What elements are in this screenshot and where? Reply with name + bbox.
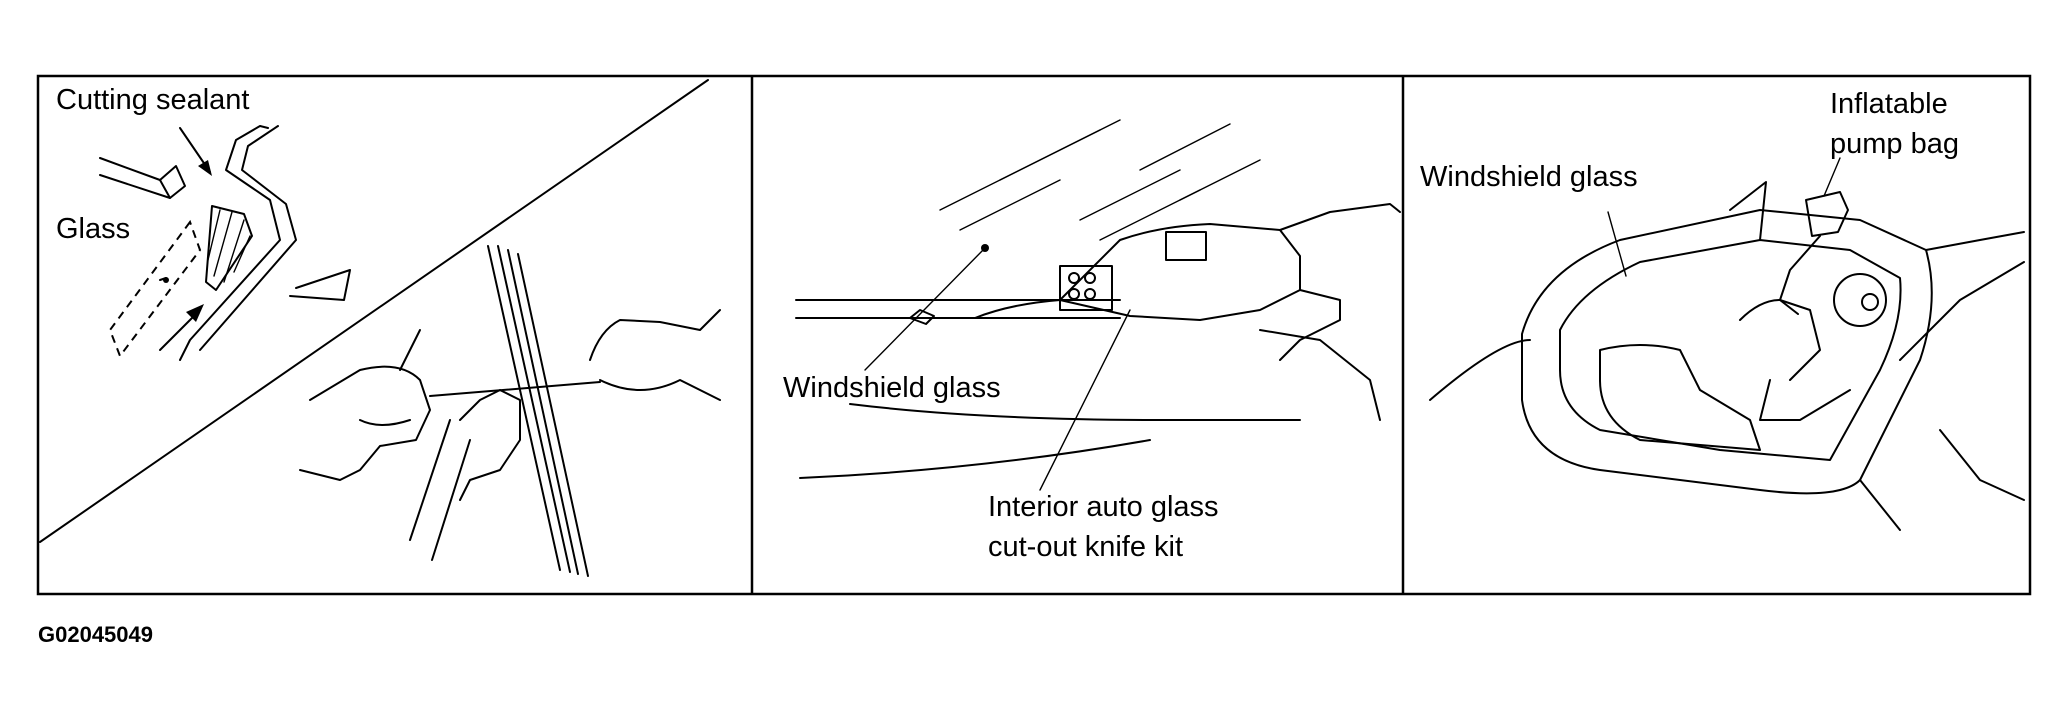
- label-windshield-glass-middle: Windshield glass: [783, 372, 1001, 404]
- body-flange: [179, 125, 281, 361]
- hand-on-tool: [1259, 203, 1401, 421]
- windshield-leader-right: [1607, 211, 1627, 277]
- label-glass: Glass: [56, 213, 131, 245]
- left-panel-illustration: [39, 79, 721, 577]
- label-windshield-glass-right: Windshield glass: [1420, 161, 1638, 193]
- windshield-leader: [864, 247, 986, 371]
- label-pump-bag-line2: pump bag: [1830, 128, 1959, 160]
- label-cutting-sealant: Cutting sealant: [56, 84, 250, 116]
- label-knife-kit-line1: Interior auto glass: [988, 491, 1219, 523]
- middle-panel-illustration: [795, 119, 1401, 491]
- sealant-hatch: [205, 205, 253, 291]
- person-head: [1833, 273, 1887, 327]
- hand-middle: [459, 389, 521, 501]
- glass-dashed-outline: [108, 219, 202, 359]
- person-body: [1739, 299, 1851, 421]
- seat-outline: [1599, 344, 1761, 451]
- figure-code: G02045049: [38, 622, 153, 647]
- cut-out-knife-tool: [1059, 223, 1301, 321]
- car-roof-line: [1729, 181, 1767, 241]
- hand-right: [589, 309, 721, 401]
- pump-bag-leader: [1823, 157, 1841, 197]
- cutting-wire: [429, 381, 601, 397]
- cutting-tool: [99, 157, 186, 199]
- glass-edge-diagonal: [39, 79, 709, 543]
- label-pump-bag-line1: Inflatable: [1830, 88, 1948, 120]
- label-knife-kit-line2: cut-out knife kit: [988, 531, 1184, 563]
- dashboard-outline: [849, 403, 1301, 421]
- hand-left: [299, 365, 431, 481]
- windshield-outline: [1521, 209, 1933, 495]
- figure-frame: [36, 74, 2032, 596]
- right-panel-illustration: [1429, 157, 2025, 531]
- knife-kit-leader: [1039, 309, 1131, 491]
- inflatable-pump-bag: [1805, 191, 1849, 237]
